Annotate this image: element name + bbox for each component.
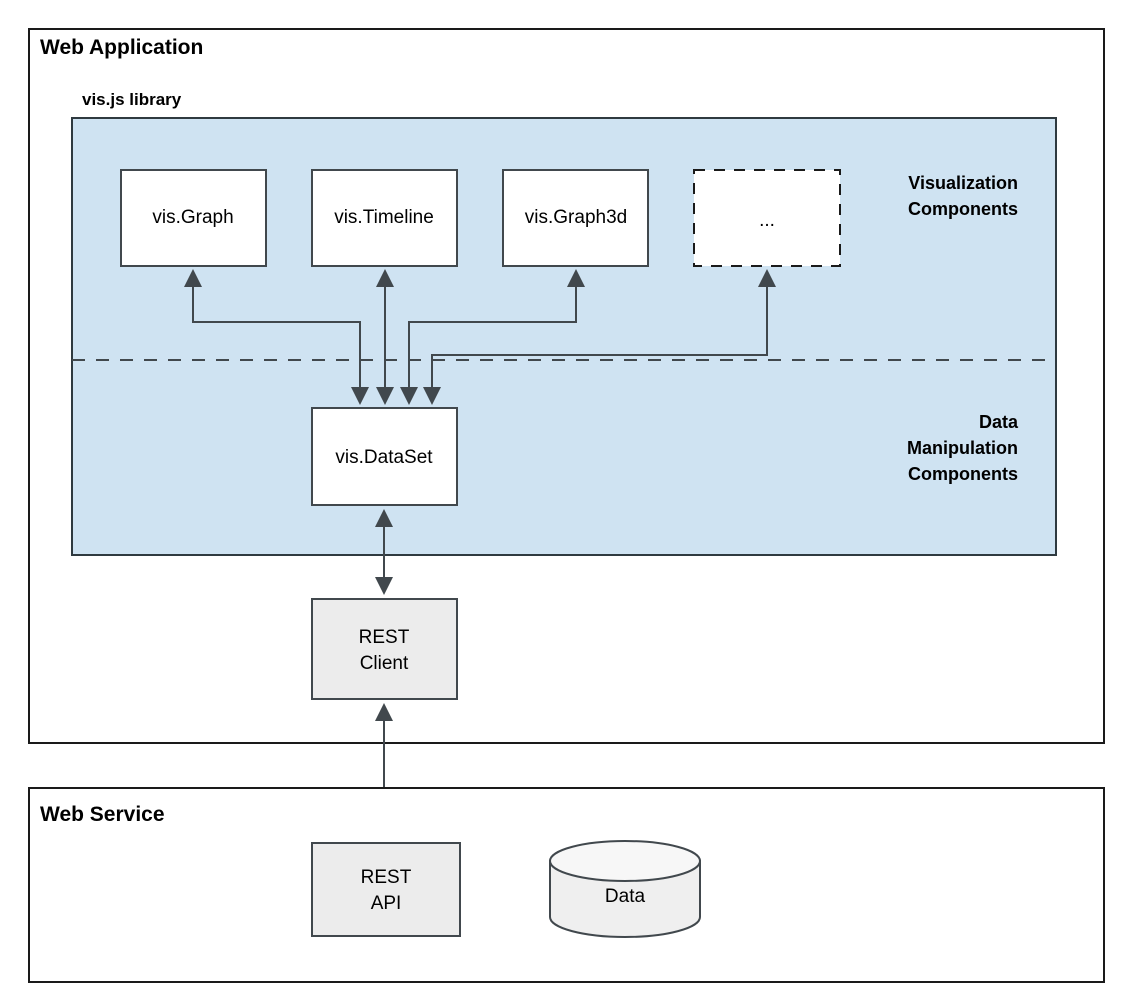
component-data-store[interactable]: Data [549,840,701,938]
component-vis-dataset[interactable]: vis.DataSet [311,407,458,506]
component-rest-client[interactable]: REST Client [311,598,458,700]
component-vis-graph[interactable]: vis.Graph [120,169,267,267]
section-label-visualization: Visualization Components [908,173,1018,219]
section-label-data-manipulation: Data Manipulation Components [907,412,1019,484]
component-vis-graph3d[interactable]: vis.Graph3d [502,169,649,267]
visualization-label-line2: Components [908,199,1018,219]
rest-api-label-line2: API [371,893,402,914]
vis-js-library-title: vis.js library [82,90,182,109]
data-manipulation-label-line3: Components [908,464,1018,484]
vis-graph3d-box[interactable] [502,169,649,267]
connector-dataset-to-vis-graph [184,269,369,405]
vis-graph3d-label: vis.Graph3d [525,207,627,228]
component-vis-timeline[interactable]: vis.Timeline [311,169,458,267]
data-cylinder-top [549,840,701,882]
visualization-label-line1: Visualization [908,173,1018,193]
web-application-title: Web Application [40,36,203,59]
component-rest-api[interactable]: REST API [311,842,461,937]
rest-client-box[interactable] [311,598,458,700]
component-more-components[interactable]: ... [693,169,841,267]
data-manipulation-label-line1: Data [979,412,1019,432]
vis-dataset-box[interactable] [311,407,458,506]
connector-dataset-to-more-components [423,269,776,405]
vis-timeline-label: vis.Timeline [334,207,434,228]
more-components-label: ... [759,210,775,231]
vis-dataset-label: vis.DataSet [335,447,433,468]
rest-client-label-line2: Client [360,653,409,674]
rest-api-box[interactable] [311,842,461,937]
vis-graph-box[interactable] [120,169,267,267]
data-store-label: Data [605,886,646,907]
connector-group [184,269,776,898]
rest-client-label-line1: REST [359,627,410,648]
vis-graph-label: vis.Graph [152,207,233,228]
data-manipulation-label-line2: Manipulation [907,438,1018,458]
web-service-title: Web Service [40,803,165,826]
more-components-box[interactable] [693,169,841,267]
rest-api-label-line1: REST [361,867,412,888]
vis-timeline-box[interactable] [311,169,458,267]
data-cylinder-body[interactable] [549,860,701,938]
